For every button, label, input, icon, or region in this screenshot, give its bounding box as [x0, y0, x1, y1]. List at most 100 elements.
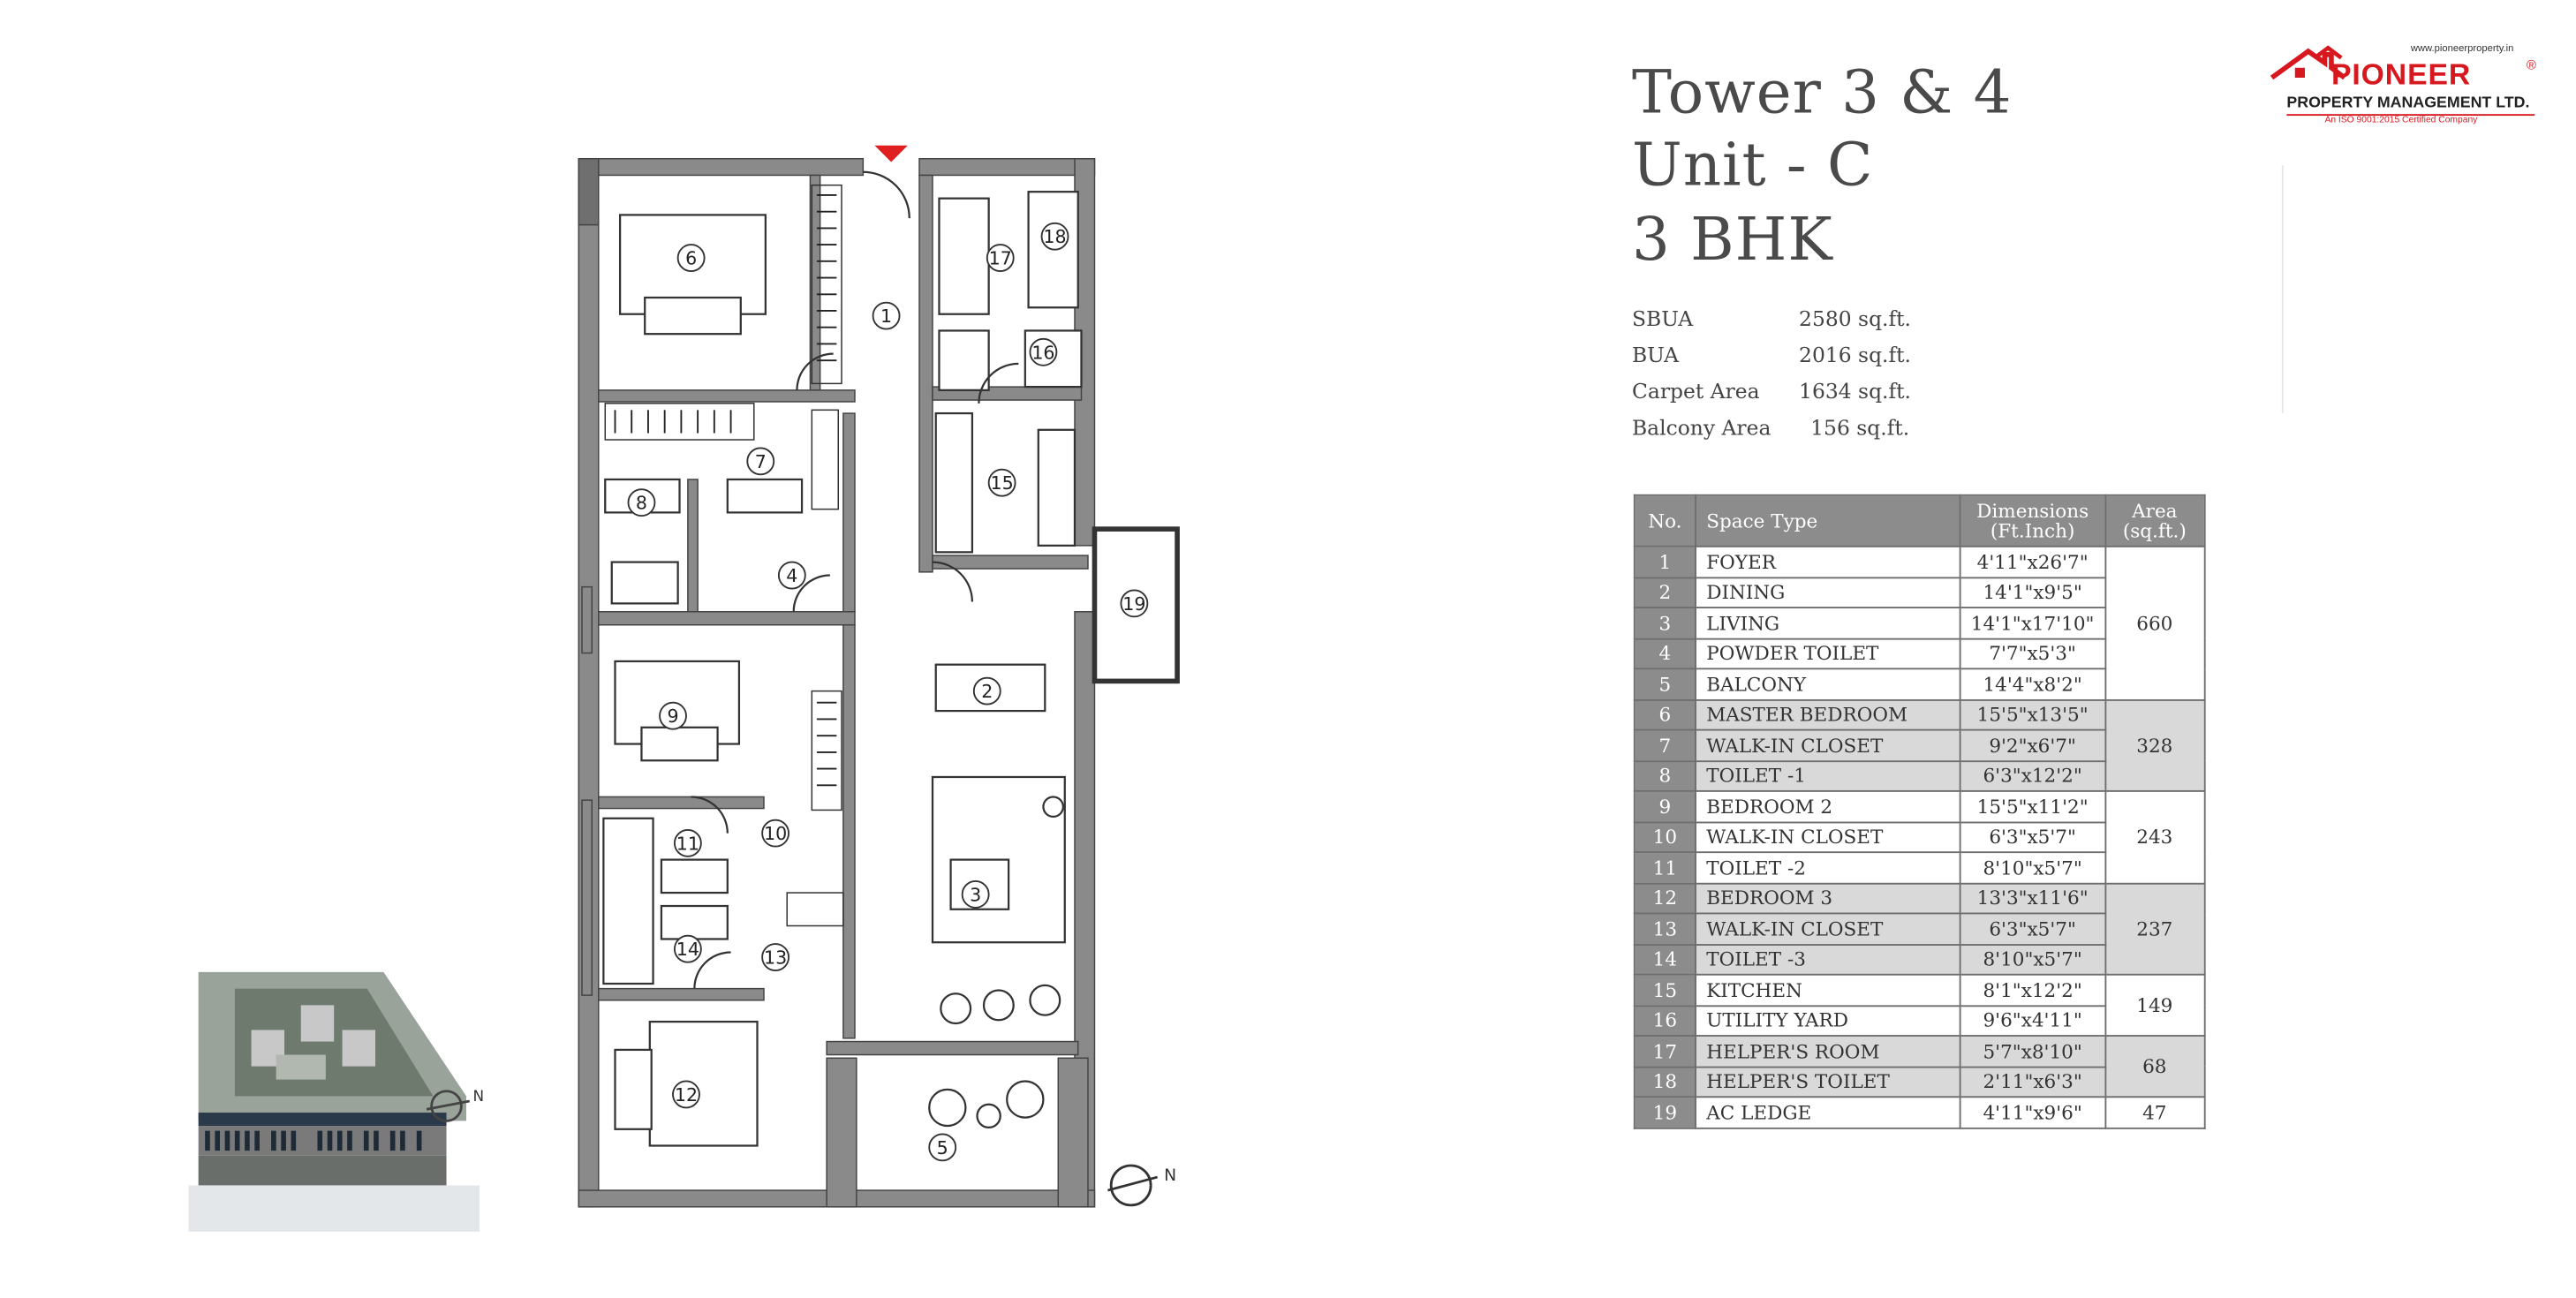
- cell-no: 11: [1633, 851, 1696, 884]
- cell-no: 9: [1633, 789, 1696, 823]
- room-label-badge: [1040, 222, 1069, 251]
- site-north-label: N: [472, 1087, 482, 1105]
- room-label-badge: [673, 934, 702, 963]
- cell-no: 18: [1633, 1065, 1696, 1098]
- cell-space-type: HELPER'S TOILET: [1695, 1065, 1961, 1098]
- cell-dimensions: 9'6"x4'11": [1959, 1004, 2106, 1037]
- room-label: 15: [991, 472, 1014, 494]
- room-label-badge: [659, 701, 687, 730]
- room-label: 11: [676, 833, 699, 854]
- logo-divider: [2286, 114, 2535, 117]
- cell-dimensions: 8'10"x5'7": [1959, 851, 2106, 884]
- room-label-badge: [746, 447, 775, 476]
- room-label: 19: [1122, 593, 1145, 615]
- cell-space-type: KITCHEN: [1695, 973, 1961, 1007]
- room-label-badge: [673, 828, 702, 857]
- north-label: N: [1164, 1166, 1176, 1185]
- cell-no: 8: [1633, 759, 1696, 792]
- cell-dimensions: 4'11"x9'6": [1959, 1096, 2106, 1128]
- room-label: 2: [981, 681, 993, 702]
- room-label: 4: [786, 565, 797, 586]
- cell-area: 660: [2104, 545, 2205, 700]
- cell-area: 149: [2104, 973, 2205, 1037]
- cell-no: 15: [1633, 973, 1696, 1007]
- area-value: 1634 sq.ft.: [1799, 378, 1912, 404]
- entry-marker-icon: [874, 145, 908, 162]
- cell-dimensions: 15'5"x13'5": [1959, 698, 2106, 731]
- room-label: 3: [970, 884, 981, 905]
- room-label: 10: [764, 823, 787, 844]
- cell-space-type: FOYER: [1695, 545, 1961, 578]
- room-label-badge: [627, 488, 656, 517]
- cell-no: 17: [1633, 1035, 1696, 1068]
- site-compass-icon: [430, 1090, 463, 1122]
- room-label: 1: [880, 306, 892, 327]
- cell-dimensions: 6'3"x5'7": [1959, 912, 2106, 945]
- header-area: Area(sq.ft.): [2104, 494, 2205, 547]
- cell-space-type: TOILET -1: [1695, 759, 1961, 792]
- cell-space-type: HELPER'S ROOM: [1695, 1035, 1961, 1068]
- cell-no: 12: [1633, 881, 1696, 915]
- logo-registered: ®: [2526, 57, 2536, 73]
- room-label: 17: [989, 248, 1012, 269]
- room-label: 6: [685, 248, 697, 269]
- area-label: Balcony Area: [1631, 414, 1771, 441]
- header-dimensions: Dimensions(Ft.Inch): [1959, 494, 2106, 547]
- cell-dimensions: 13'3"x11'6": [1959, 881, 2106, 915]
- cell-area: 328: [2104, 698, 2205, 792]
- room-label: 7: [755, 451, 767, 472]
- room-label: 12: [675, 1084, 698, 1106]
- room-label-badge: [972, 676, 1001, 706]
- room-label-badge: [1120, 589, 1149, 618]
- cell-space-type: WALK-IN CLOSET: [1695, 912, 1961, 945]
- logo-sub: PROPERTY MANAGEMENT LTD.: [2286, 94, 2530, 113]
- cell-dimensions: 14'4"x8'2": [1959, 668, 2106, 700]
- pioneer-logo: www.pioneerproperty.in PIONEER ® PROPERT…: [2265, 42, 2546, 140]
- cell-dimensions: 5'7"x8'10": [1959, 1035, 2106, 1068]
- header-space-type: Space Type: [1695, 494, 1961, 547]
- room-label-badge: [676, 244, 706, 272]
- cell-space-type: BEDROOM 3: [1695, 881, 1961, 915]
- room-label-badge: [961, 879, 990, 909]
- north-arrow-icon: [1109, 1164, 1152, 1207]
- cell-area: 68: [2104, 1035, 2205, 1098]
- cell-space-type: LIVING: [1695, 607, 1961, 639]
- logo-iso: An ISO 9001:2015 Certified Company: [2324, 116, 2478, 126]
- area-value: 2580 sq.ft.: [1799, 306, 1912, 331]
- cell-dimensions: 14'1"x17'10": [1959, 607, 2106, 639]
- room-label: 14: [676, 939, 699, 960]
- table-header: No. Space Type Dimensions(Ft.Inch) Area(…: [1633, 494, 2205, 547]
- room-label-badge: [672, 1080, 700, 1109]
- header-area-line2: (sq.ft.): [2122, 518, 2187, 543]
- room-label-badge: [872, 301, 901, 330]
- cell-dimensions: 8'1"x12'2": [1959, 973, 2106, 1007]
- logo-house-icon: [2270, 45, 2346, 80]
- header-area-line1: Area: [2132, 499, 2178, 523]
- cell-space-type: UTILITY YARD: [1695, 1004, 1961, 1037]
- room-label: 9: [667, 706, 678, 727]
- cell-area: 47: [2104, 1096, 2205, 1128]
- logo-name: PIONEER: [2330, 57, 2472, 91]
- area-label: Carpet Area: [1631, 378, 1760, 404]
- cell-space-type: WALK-IN CLOSET: [1695, 820, 1961, 854]
- bhk-title: 3 BHK: [1631, 207, 1833, 275]
- area-label: BUA: [1631, 342, 1680, 367]
- room-label-badge: [761, 819, 790, 848]
- room-label: 5: [937, 1137, 948, 1158]
- cell-no: 14: [1633, 943, 1696, 976]
- cell-area: 243: [2104, 789, 2205, 884]
- space-table: No. Space Type Dimensions(Ft.Inch) Area(…: [1633, 494, 2205, 1128]
- header-dim-line1: Dimensions: [1976, 499, 2089, 523]
